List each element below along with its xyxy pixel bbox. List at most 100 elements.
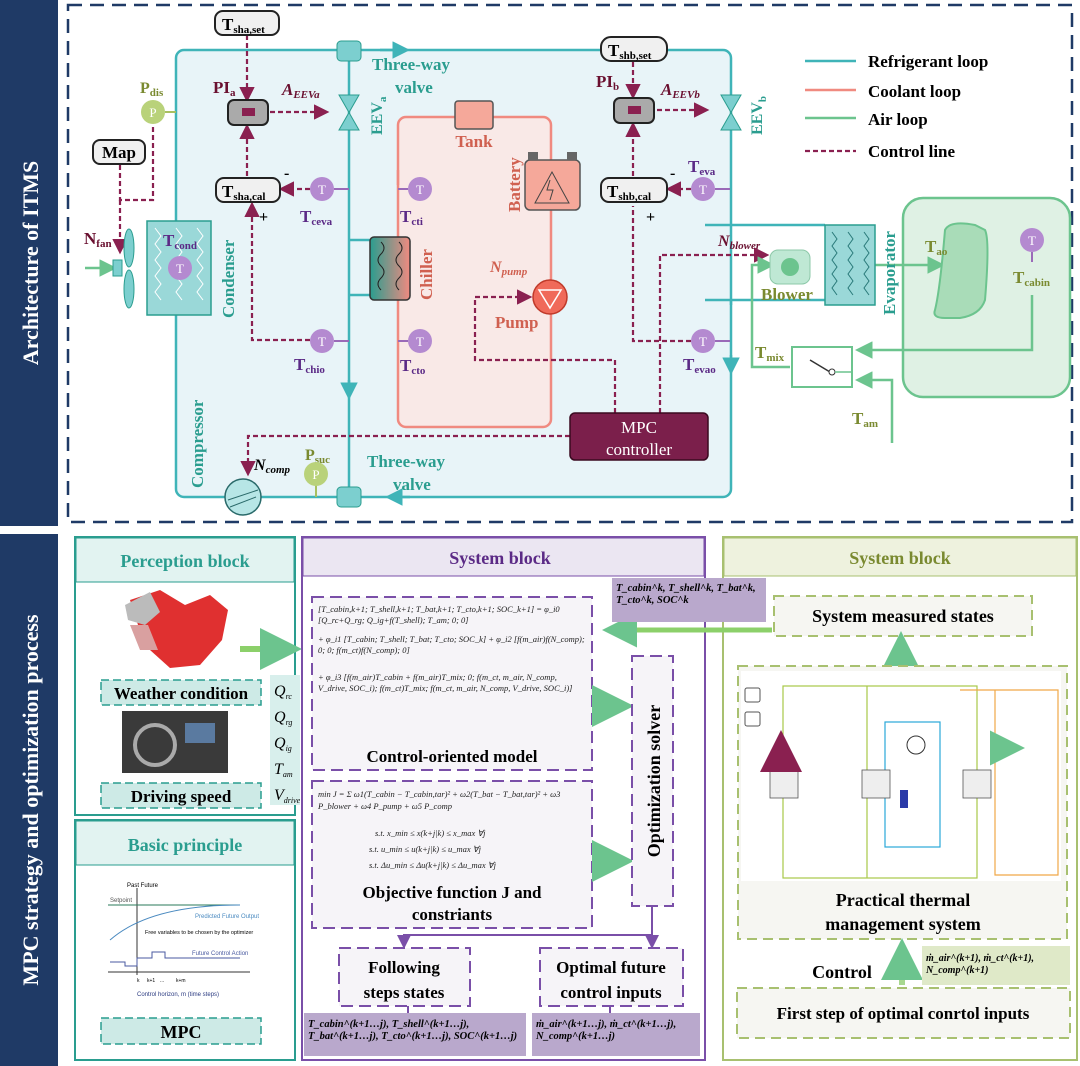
chart-setpoint: Setpoint xyxy=(110,898,132,904)
svg-text:Teva: Teva xyxy=(688,157,716,178)
svg-text:EEVb: EEVb xyxy=(749,96,769,135)
fan-icon xyxy=(123,228,135,268)
eeva-label: EEV xyxy=(369,102,386,135)
label-main: T xyxy=(222,15,234,34)
battery: Battery xyxy=(505,152,581,212)
three-way-valve-label: Three-way xyxy=(367,452,446,471)
tcto-label: T xyxy=(400,356,412,375)
svg-text:Ncomp: Ncomp xyxy=(253,457,291,476)
thermometer-icon: T xyxy=(318,334,326,349)
tmix-label-sub: mix xyxy=(766,352,784,364)
svg-text:Tcond: Tcond xyxy=(163,231,197,252)
three-way-valve-label: valve xyxy=(395,78,433,97)
tao-label: T xyxy=(925,237,937,256)
label-sub: a xyxy=(230,87,236,99)
plus-sign: + xyxy=(646,209,655,226)
label-main: P xyxy=(140,80,150,97)
thermometer-icon: T xyxy=(416,334,424,349)
chart-horizon: Control horizon, m (time steps) xyxy=(137,992,219,998)
legend-label: Control line xyxy=(868,142,956,161)
evaporator-label: Evaporator xyxy=(880,231,899,316)
practical-system-label: management system xyxy=(825,914,980,934)
thermometer-icon: T xyxy=(699,334,707,349)
tam-label-sub: am xyxy=(863,418,878,430)
perception-input: Qrg xyxy=(274,709,292,727)
input-sub: rg xyxy=(286,718,293,727)
pump-icon xyxy=(537,289,563,310)
perception-input: Qig xyxy=(274,735,292,753)
svg-text:Tcti: Tcti xyxy=(400,207,423,228)
chart-future-action: Future Control Action xyxy=(192,951,248,957)
control-vector: ṁ_air^(k+1), ṁ_ct^(k+1),N_comp^(k+1) xyxy=(925,953,1034,976)
label-main: N xyxy=(489,259,503,276)
psuc-sensor: Psuc P xyxy=(304,447,330,497)
thermometer-icon: T xyxy=(699,182,707,197)
plus-sign: + xyxy=(259,209,268,226)
label-sub: EEVa xyxy=(292,89,320,101)
system-block-plant-title: System block xyxy=(849,548,951,568)
label-main: A xyxy=(281,80,293,99)
blower: Nblower Blower xyxy=(717,233,813,304)
mpc-process-title: MPC strategy and optimization process xyxy=(18,614,43,986)
svg-text:Tcabin: Tcabin xyxy=(1013,268,1050,289)
wrapped-line: N_comp^(k+1) xyxy=(925,965,989,976)
label-main: T xyxy=(607,182,619,201)
car-interior-image xyxy=(122,711,228,773)
wrapped-line: [Q_rc+Q_rg; Q_ig+f(T_shell); T_am; 0; 0] xyxy=(318,615,469,625)
optimal-inputs-vector: ṁ_air^(k+1…j), ṁ_ct^(k+1…j),N_comp^(k+1…… xyxy=(535,1019,676,1042)
thermometer-icon: T xyxy=(1028,233,1036,248)
label-sub: dis xyxy=(150,87,164,99)
wrapped-line: ṁ_air^(k+1…j), ṁ_ct^(k+1…j), xyxy=(536,1019,676,1030)
label-sub: sha,set xyxy=(233,24,265,36)
svg-text:Pdis: Pdis xyxy=(140,80,164,99)
tcti-label: T xyxy=(400,207,412,226)
tmix-label: T xyxy=(755,343,767,362)
eeva-valve: EEVa xyxy=(338,94,389,135)
chart-past-future: Past Future xyxy=(127,883,159,889)
chart-tick: ... xyxy=(160,978,164,984)
following-states-vector: T_cabin^(k+1…j), T_shell^(k+1…j),T_bat^(… xyxy=(308,1019,517,1042)
control-lines xyxy=(112,35,770,477)
label-sub: shb,cal xyxy=(618,191,651,203)
weather-condition-label: Weather condition xyxy=(114,684,249,703)
chart-predicted: Predicted Future Output xyxy=(195,914,259,920)
tao-label-sub: ao xyxy=(936,246,948,258)
objective-equation: min J = Σ ω1(T_cabin − T_cabin,tar)² + ω… xyxy=(317,789,560,811)
tcond-label-sub: cond xyxy=(174,240,197,252)
svg-text:Tevao: Tevao xyxy=(683,355,716,376)
mpc-controller: MPC controller xyxy=(569,412,709,461)
legend: Refrigerant loop Coolant loop Air loop C… xyxy=(805,52,988,161)
measured-states-vector-box: T_cabin^k, T_shell^k, T_bat^k,T_cto^k, S… xyxy=(612,578,766,622)
svg-text:Tsha,cal: Tsha,cal xyxy=(222,182,265,203)
tchio-label-sub: chio xyxy=(305,364,325,376)
evaporator: Evaporator xyxy=(824,224,899,316)
compressor-label: Compressor xyxy=(188,399,207,488)
tcto-label-sub: cto xyxy=(411,365,426,377)
svg-text:Tshb,set: Tshb,set xyxy=(608,41,652,62)
label-main: N xyxy=(717,233,731,250)
chart-tick: k+1 xyxy=(147,978,155,984)
label-main: N xyxy=(84,229,97,248)
first-step-label: First step of optimal conrtol inputs xyxy=(777,1004,1030,1023)
tcabin-sensor: T xyxy=(1020,228,1044,262)
perception-input: Vdrive xyxy=(274,787,301,805)
eevb-valve: EEVb xyxy=(720,94,769,135)
mpc-controller-label: controller xyxy=(606,440,672,459)
china-weather-map-image xyxy=(125,590,228,668)
optimal-inputs-label: control inputs xyxy=(560,983,662,1002)
label-sub: EEVb xyxy=(671,89,700,101)
label-main: T xyxy=(222,182,234,201)
objective-title: constriants xyxy=(412,905,493,924)
constraint-state: s.t. x_min ≤ x(k+j|k) ≤ x_max ∀j xyxy=(375,828,486,838)
control-oriented-model-title: Control-oriented model xyxy=(366,747,537,766)
mpc-controller-label: MPC xyxy=(621,418,657,437)
tevao-label-sub: evao xyxy=(694,364,716,376)
thermometer-icon: T xyxy=(318,182,326,197)
objective-title: Objective function J and xyxy=(363,883,543,902)
input-sub: ig xyxy=(286,744,292,753)
minus-sign: - xyxy=(670,165,675,182)
blower-icon xyxy=(781,258,799,276)
input-sub: drive xyxy=(284,796,301,805)
